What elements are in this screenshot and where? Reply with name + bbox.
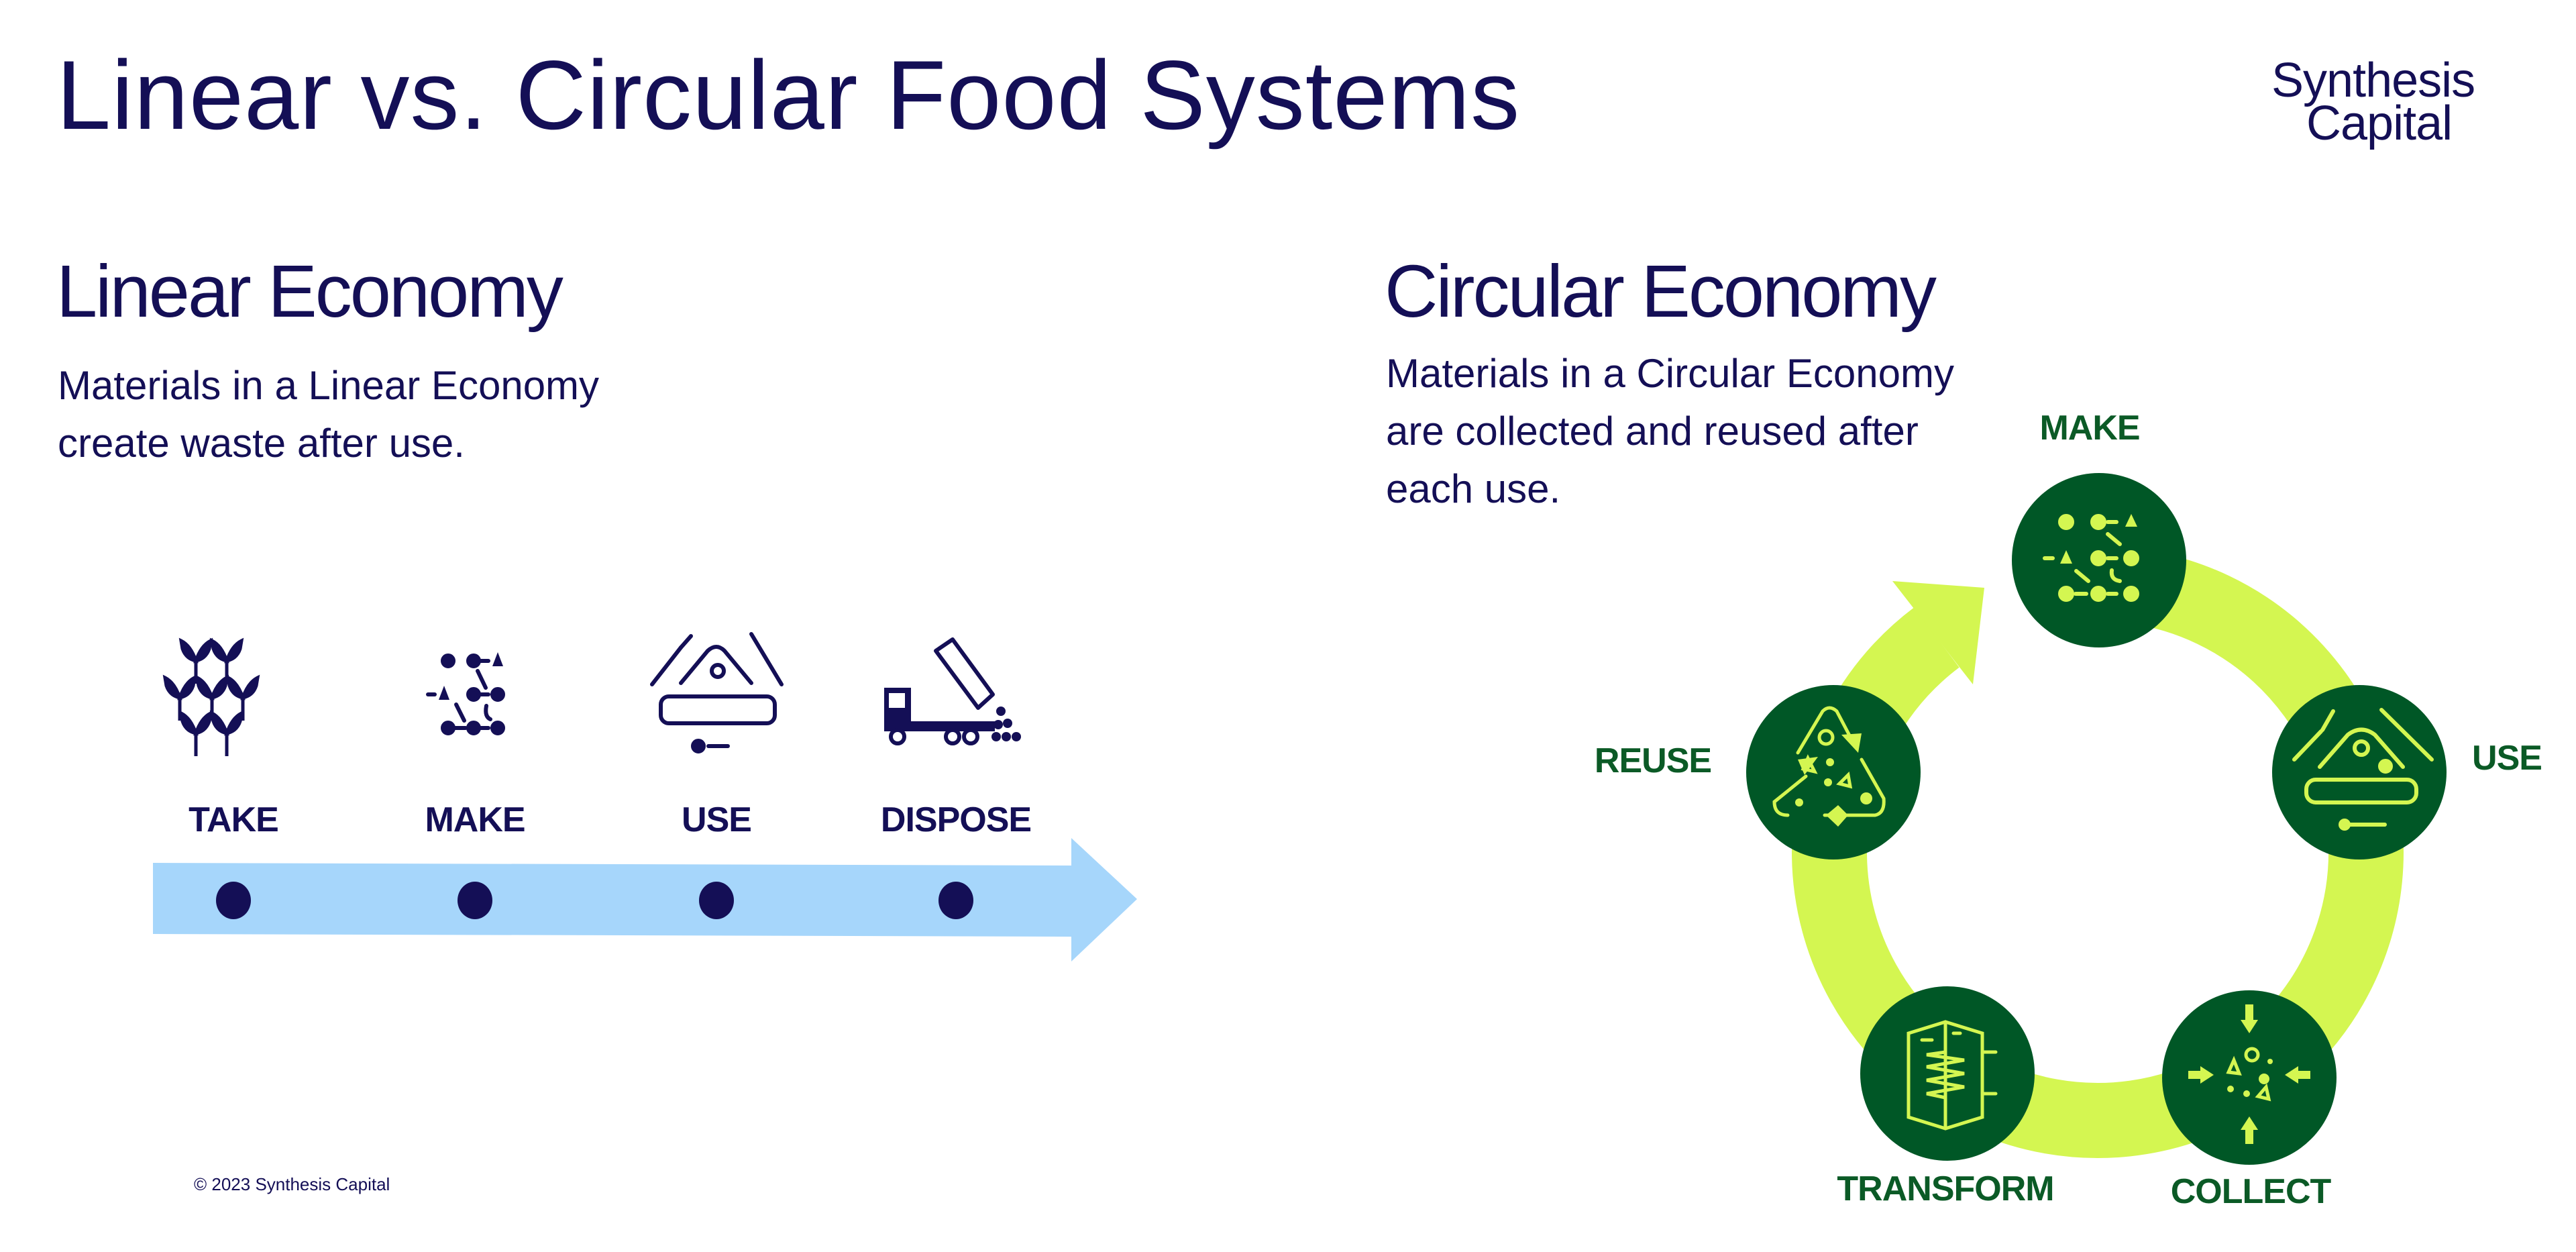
circular-flow-arrowhead — [1892, 581, 1984, 684]
linear-label-dispose: DISPOSE — [880, 800, 1032, 839]
circle-reuse — [1746, 685, 1921, 859]
step-dot-take — [216, 882, 251, 919]
linear-step-dots — [216, 882, 973, 919]
synthesis-capital-logo: Synthesis Capital — [2271, 54, 2481, 150]
step-dot-use — [699, 882, 734, 919]
linear-economy-description: Materials in a Linear Economy create was… — [58, 363, 600, 466]
circular-label-collect: COLLECT — [2170, 1172, 2332, 1211]
circular-economy-description: Materials in a Circular Economy are coll… — [1386, 351, 1954, 511]
ingredients-icon — [426, 652, 505, 735]
logo-line-2: Capital — [2306, 97, 2453, 150]
linear-label-use: USE — [682, 800, 752, 839]
linear-flow-arrow — [153, 838, 1137, 961]
circular-economy-heading: Circular Economy — [1385, 250, 1937, 333]
logo-line-1: Synthesis — [2271, 54, 2475, 107]
step-dot-dispose — [938, 882, 973, 919]
page-title: Linear vs. Circular Food Systems — [56, 40, 1521, 150]
circular-label-reuse: REUSE — [1594, 741, 1712, 780]
copyright-footer: © 2023 Synthesis Capital — [194, 1174, 390, 1194]
sprouts-icon — [165, 641, 258, 756]
circular-label-transform: TRANSFORM — [1837, 1169, 2054, 1208]
linear-economy-heading: Linear Economy — [56, 250, 564, 333]
linear-label-take: TAKE — [189, 800, 279, 839]
circle-use — [2272, 685, 2447, 859]
meal-icon — [650, 632, 784, 753]
circle-make — [2012, 473, 2186, 647]
linear-label-make: MAKE — [425, 800, 525, 839]
circular-label-use: USE — [2472, 739, 2542, 778]
circular-label-make: MAKE — [2039, 409, 2140, 448]
circle-transform — [1860, 986, 2035, 1161]
step-dot-make — [458, 882, 492, 919]
dump-truck-icon — [884, 637, 1021, 745]
circle-collect — [2162, 990, 2337, 1165]
